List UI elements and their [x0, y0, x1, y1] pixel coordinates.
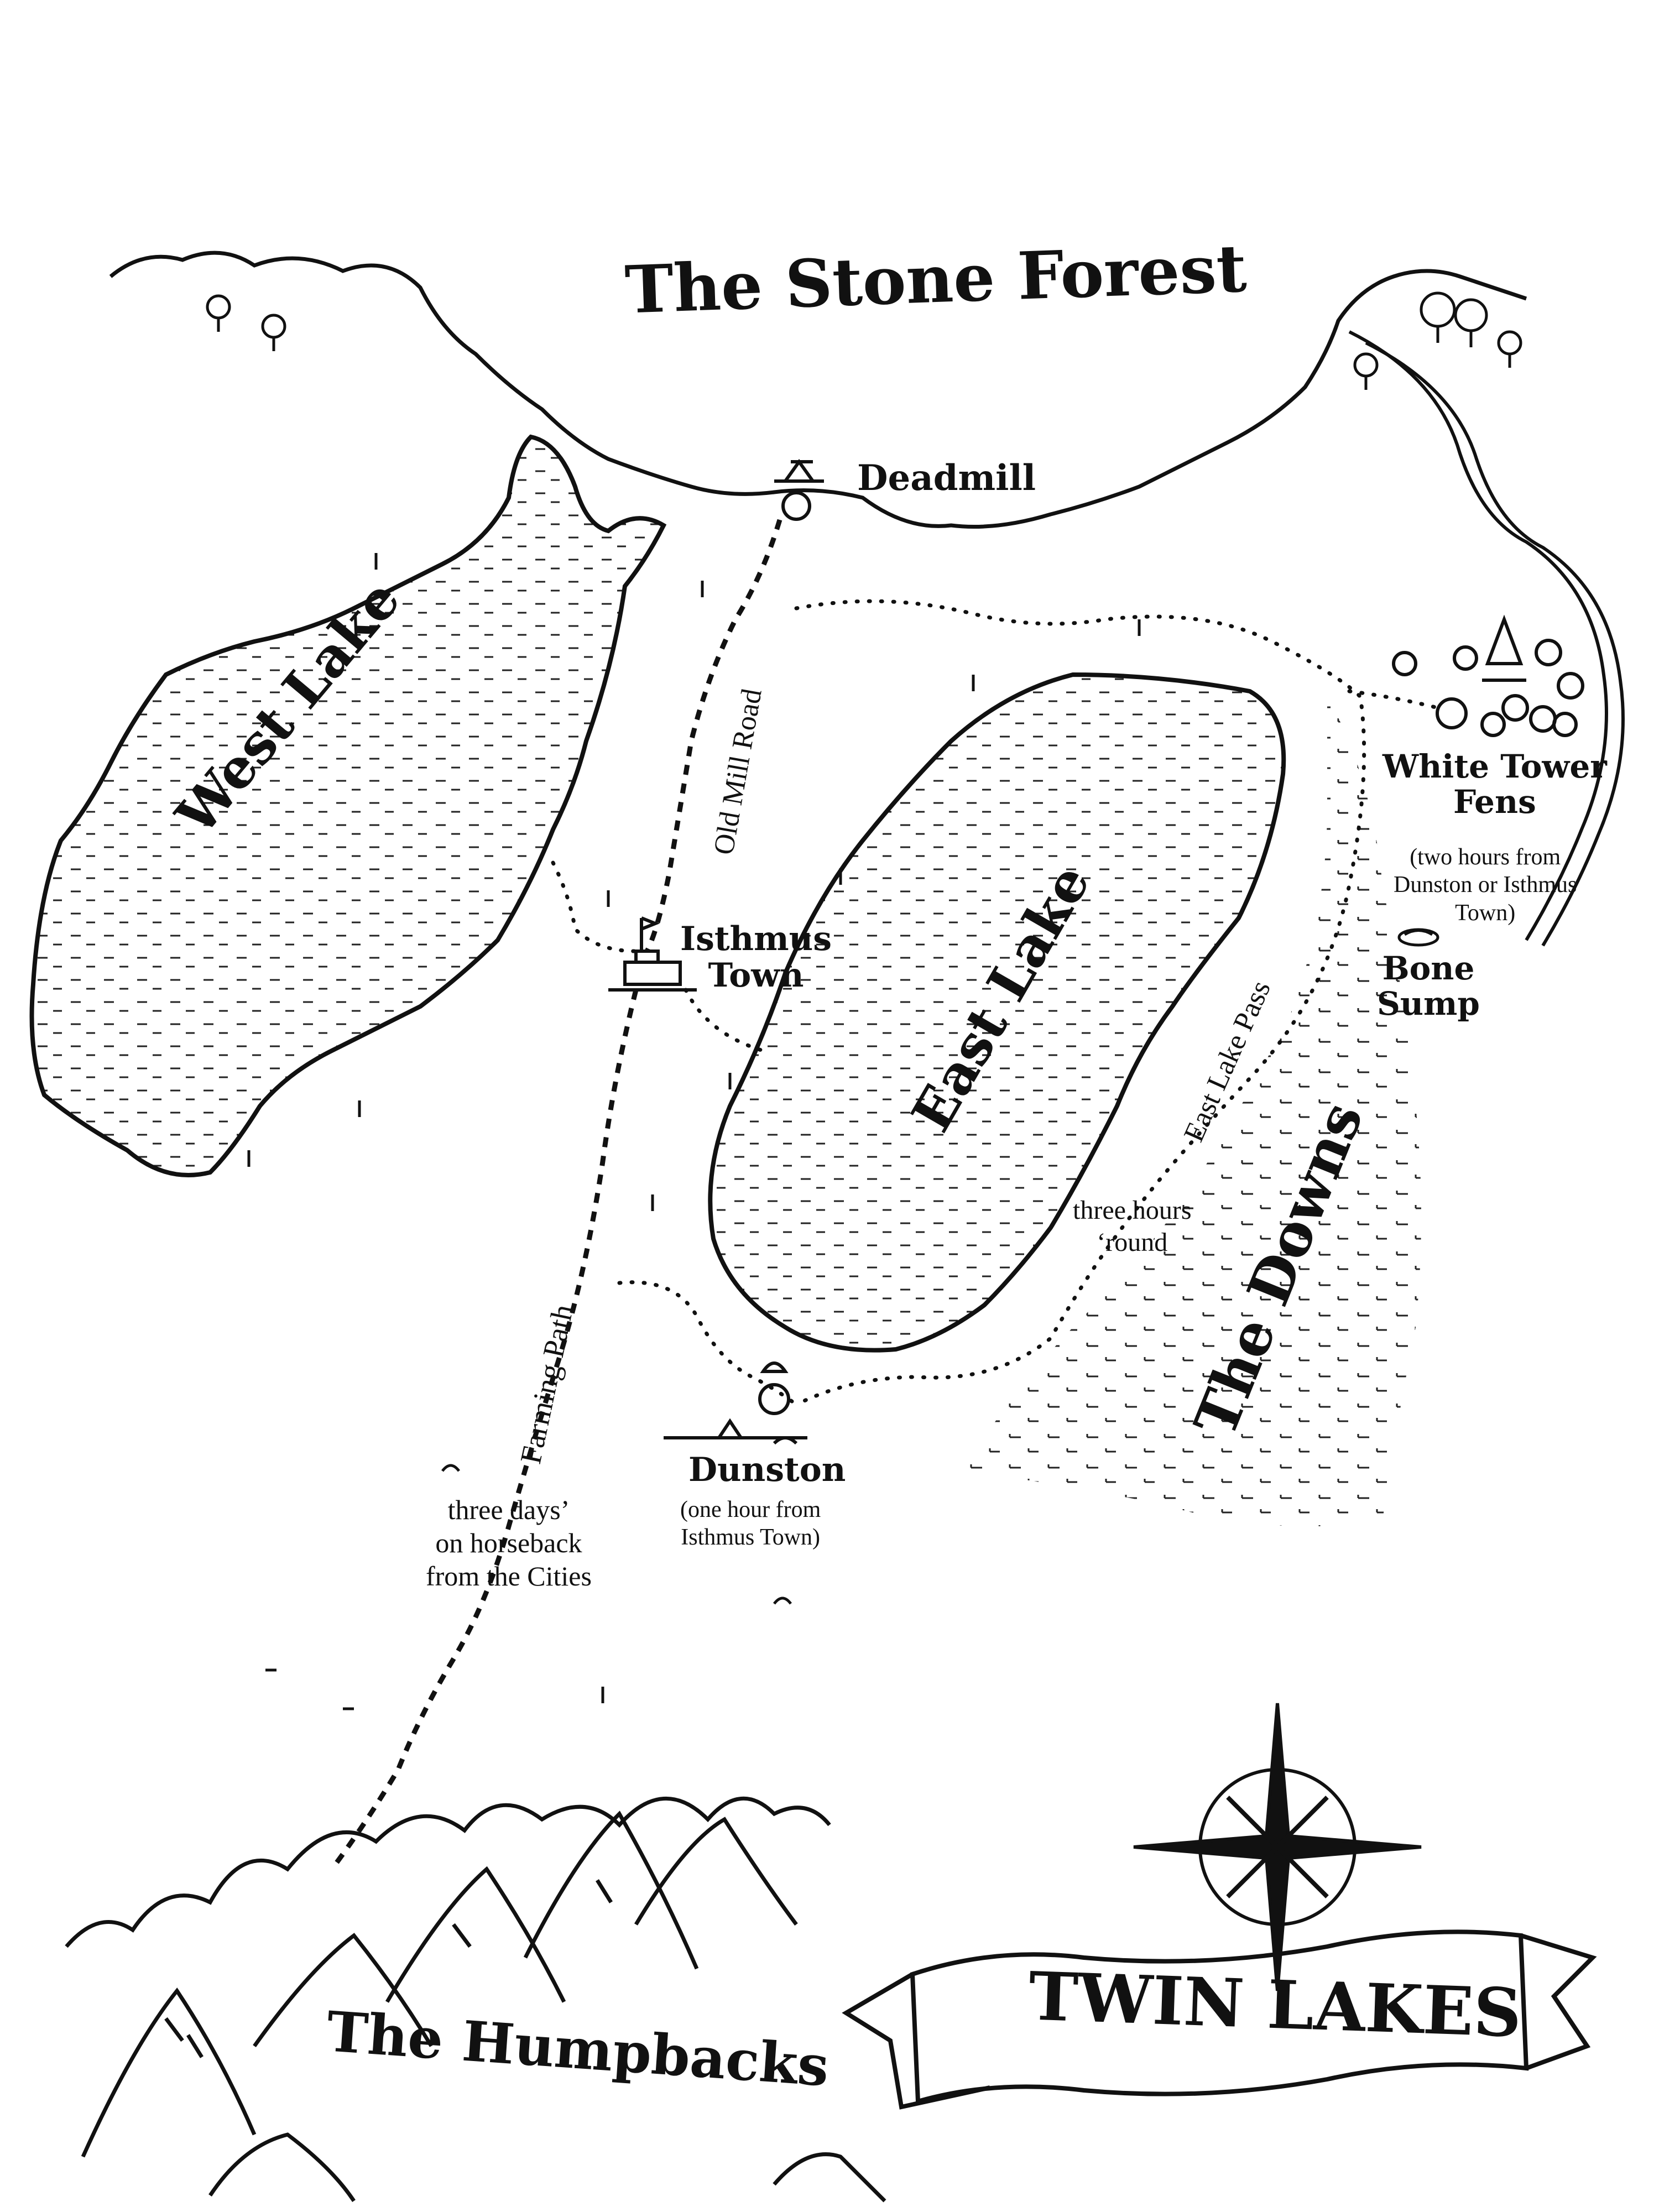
river — [1348, 330, 1608, 941]
dunston-note-line1: (one hour from — [680, 1497, 821, 1522]
place-bone-sump-line1: Bone — [1382, 950, 1475, 987]
note-three-hours-round: three hours ‘round — [1073, 1194, 1192, 1258]
dunston-note: (one hour from Isthmus Town) — [680, 1496, 821, 1552]
forest-trees — [206, 291, 1522, 390]
white-tower-note-line3: Town) — [1455, 900, 1516, 926]
white-tower-note: (two hours from Dunston or Isthmus Town) — [1394, 843, 1577, 927]
note-three-days: three days’ on horseback from the Cities — [426, 1493, 592, 1593]
west-lake — [29, 434, 667, 1177]
dunston-note-line2: Isthmus Town) — [681, 1525, 821, 1551]
map-title: TWIN LAKES — [1027, 1957, 1523, 2053]
east-lake-pass-dotted — [794, 599, 1366, 1407]
stone-forest-edge — [109, 251, 1527, 529]
isthmus-town-icon — [608, 916, 697, 992]
dunston-loop-dotted — [617, 1280, 799, 1407]
humpbacks-mountains — [65, 1796, 886, 2203]
white-tower-note-line1: (two hours from — [1410, 844, 1561, 870]
old-mill-road-line — [644, 519, 782, 953]
isthmus-loop-dotted — [551, 860, 765, 1053]
ground-marks — [247, 553, 1141, 1710]
place-dunston: Dunston — [688, 1451, 846, 1489]
river-bank — [1365, 341, 1625, 947]
place-bone-sump-line2: Sump — [1377, 984, 1480, 1022]
place-isthmus-town-line1: Isthmus — [680, 920, 832, 958]
deadmill-icon — [774, 458, 824, 521]
compass-rose-icon — [1133, 1703, 1422, 1991]
place-isthmus-town: Isthmus Town — [680, 921, 832, 994]
place-white-tower-line2: Fens — [1453, 782, 1536, 821]
note-three-days-line3: from the Cities — [426, 1561, 592, 1592]
title-banner — [842, 1929, 1597, 2110]
place-white-tower-fens: White Tower Fens — [1383, 749, 1607, 820]
place-isthmus-town-line2: Town — [708, 956, 804, 995]
place-white-tower-line1: White Tower — [1383, 748, 1607, 785]
note-three-days-line1: three days’ — [447, 1494, 570, 1525]
place-bone-sump: Bone Sump — [1377, 951, 1480, 1022]
place-deadmill: Deadmill — [857, 457, 1036, 499]
white-tower-note-line2: Dunston or Isthmus — [1394, 872, 1577, 898]
white-tower-icon — [1392, 614, 1584, 737]
note-three-hours-line1: three hours — [1073, 1196, 1192, 1225]
east-lake — [708, 672, 1286, 1353]
downs-ground — [962, 697, 1421, 1526]
note-three-hours-line2: ‘round — [1097, 1227, 1168, 1257]
note-three-days-line2: on horseback — [435, 1527, 582, 1558]
white-tower-dotted — [1347, 689, 1440, 710]
dunston-icon — [664, 1361, 807, 1445]
bone-sump-icon — [1397, 928, 1439, 947]
farming-path-line — [330, 989, 639, 1871]
